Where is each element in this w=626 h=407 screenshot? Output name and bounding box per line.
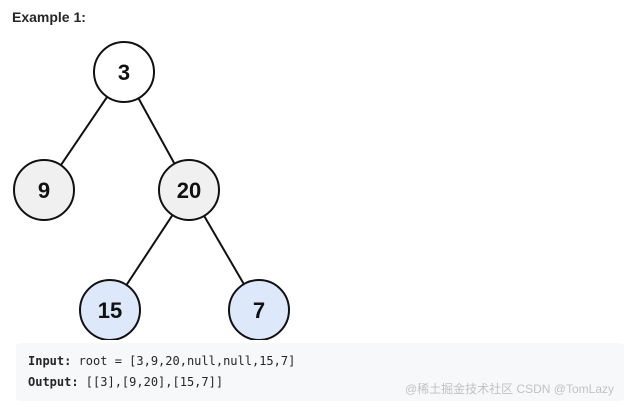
output-value: [[3],[9,20],[15,7]] — [78, 375, 224, 389]
tree-node-label: 9 — [38, 178, 50, 203]
tree-node-label: 7 — [253, 298, 265, 323]
example-heading: Example 1: — [12, 9, 86, 25]
tree-node-circle — [93, 41, 155, 103]
tree-edge-n20-n7 — [203, 215, 245, 285]
output-line: Output: [[3],[9,20],[15,7]] — [28, 375, 223, 389]
binary-tree-diagram: 3 9 20 15 7 — [13, 41, 290, 340]
tree-edge-n20-n15 — [125, 214, 174, 286]
tree-node-circle — [228, 279, 290, 340]
tree-edge-n3-n20 — [137, 97, 176, 165]
watermark: @稀土掘金技术社区 CSDN @TomLazy — [404, 382, 614, 396]
tree-edge-n3-n9 — [60, 96, 108, 166]
output-label: Output: — [28, 375, 79, 389]
tree-node-3: 3 — [93, 41, 155, 103]
tree-node-circle — [158, 159, 220, 221]
tree-node-label: 15 — [98, 298, 122, 323]
tree-node-20: 20 — [158, 159, 220, 221]
tree-node-9: 9 — [13, 159, 75, 221]
input-value: root = [3,9,20,null,null,15,7] — [71, 354, 296, 368]
tree-node-circle — [13, 159, 75, 221]
tree-node-15: 15 — [79, 279, 141, 340]
tree-node-circle — [79, 279, 141, 340]
tree-node-7: 7 — [228, 279, 290, 340]
input-label: Input: — [28, 354, 72, 368]
tree-node-label: 20 — [177, 178, 201, 203]
example-code-block: Input: root = [3,9,20,null,null,15,7] Ou… — [16, 343, 624, 401]
input-line: Input: root = [3,9,20,null,null,15,7] — [28, 354, 295, 368]
tree-node-label: 3 — [118, 60, 130, 85]
